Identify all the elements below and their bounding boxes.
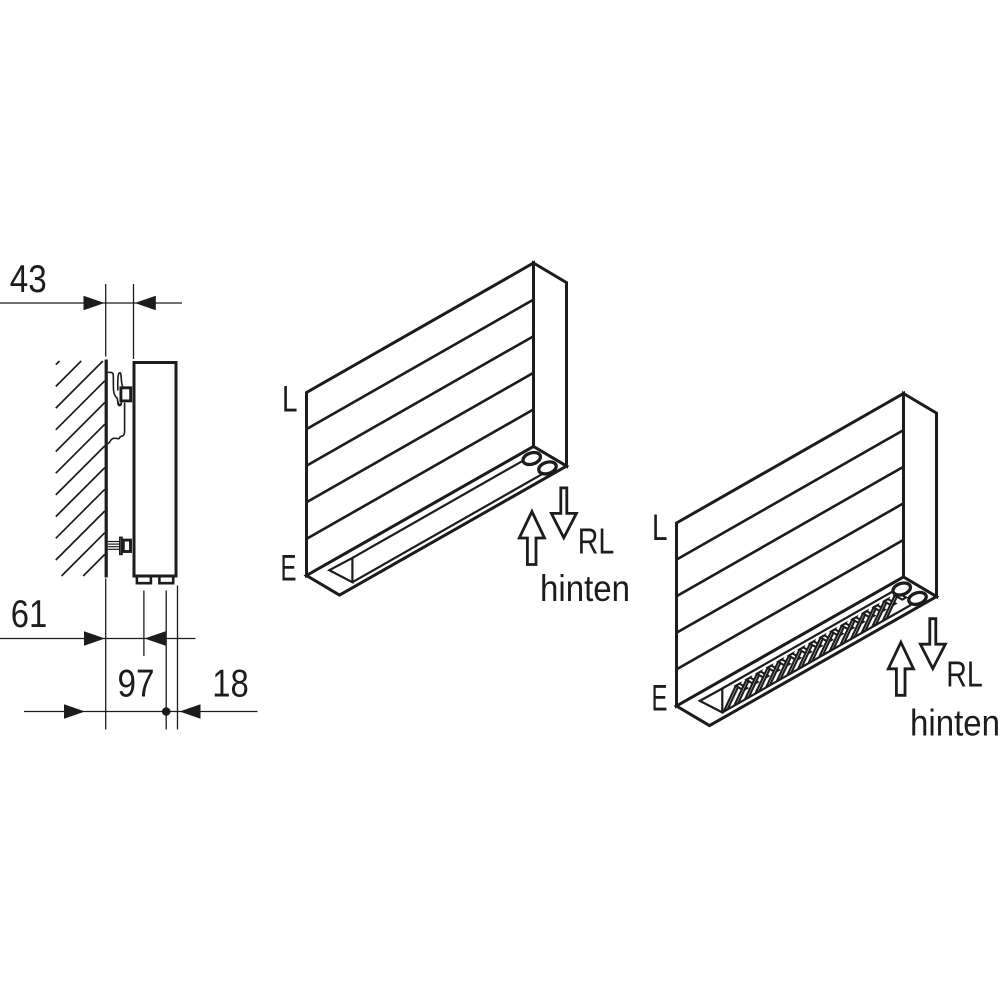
svg-text:RL: RL <box>946 654 983 695</box>
svg-text:RL: RL <box>578 521 615 562</box>
svg-text:97: 97 <box>118 663 155 706</box>
svg-text:L: L <box>282 378 298 419</box>
svg-text:61: 61 <box>11 593 48 636</box>
svg-text:43: 43 <box>10 258 47 301</box>
svg-text:L: L <box>652 507 668 548</box>
svg-text:18: 18 <box>212 663 249 706</box>
svg-text:hinten: hinten <box>540 567 630 609</box>
svg-text:E: E <box>652 677 668 718</box>
svg-text:hinten: hinten <box>910 702 1000 744</box>
svg-text:E: E <box>281 547 297 588</box>
